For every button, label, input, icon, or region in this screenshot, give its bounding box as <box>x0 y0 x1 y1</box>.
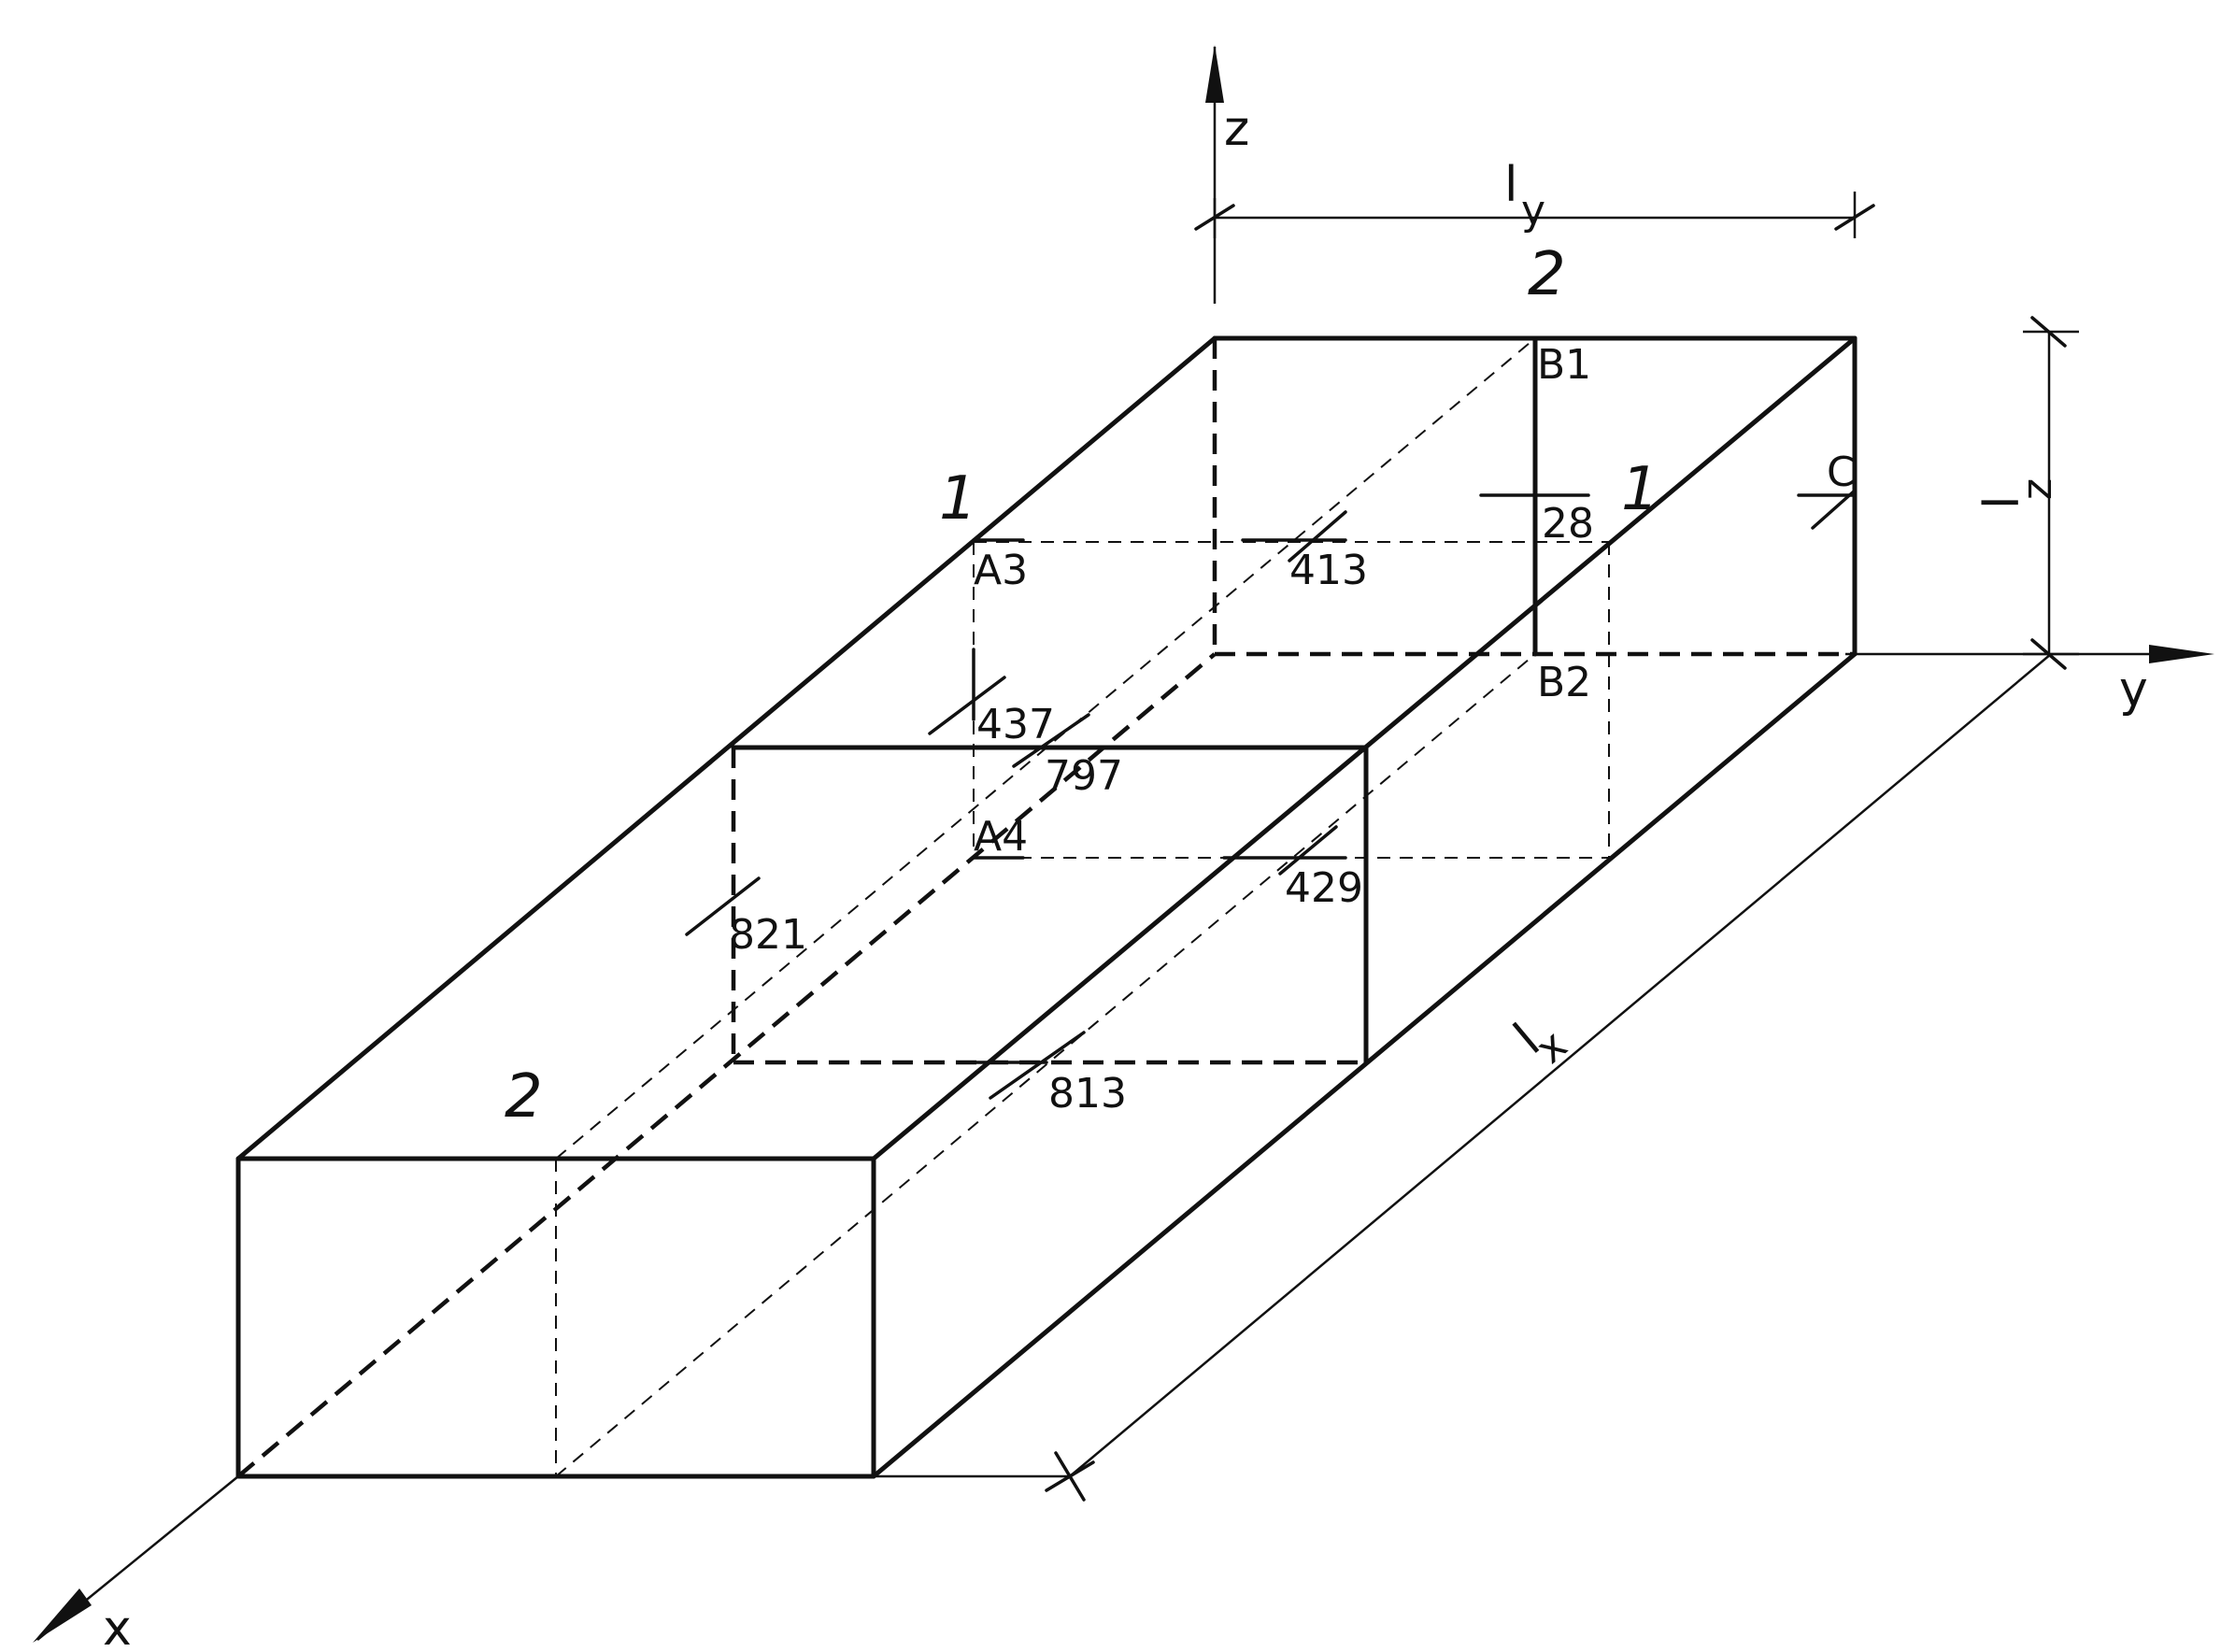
measurement-821: 821 <box>729 911 807 959</box>
ly-subscript: y <box>1521 187 1545 235</box>
measurement-429: 429 <box>1285 864 1363 912</box>
point-label-b2: B2 <box>1537 659 1591 706</box>
dimension-ly: l y <box>1194 157 1875 238</box>
point-labels: B1 B2 A3 A4 C <box>974 341 1856 861</box>
ly-label: l <box>1504 157 1517 213</box>
y-axis-arrow-icon <box>2149 645 2214 663</box>
z-axis-arrow-icon <box>1205 45 1224 103</box>
face-label-right-1: 1 <box>1621 455 1659 524</box>
face-labels: 2 1 1 2 <box>505 240 1659 1132</box>
box-hidden-edges <box>236 338 1855 1478</box>
measurement-813: 813 <box>1048 1070 1127 1118</box>
box-solid-edges <box>235 335 1858 1479</box>
point-label-b1: B1 <box>1537 341 1591 389</box>
measurement-437: 437 <box>976 701 1055 748</box>
measurement-28: 28 <box>1542 500 1594 548</box>
point-label-c: C <box>1827 449 1856 496</box>
x-axis-label: x <box>103 1601 132 1652</box>
point-label-a4: A4 <box>974 813 1028 861</box>
point-label-a3: A3 <box>974 547 1028 594</box>
axes: z y x <box>33 45 2214 1652</box>
face-label-back-2: 2 <box>1528 240 1566 309</box>
measurement-ticks <box>685 437 1857 1100</box>
dimension-lz: l z <box>1974 316 2079 670</box>
y-axis-label: y <box>2119 662 2148 718</box>
measurement-labels: 413 28 437 797 429 821 813 <box>729 500 1594 1118</box>
x-axis-arrow-icon <box>33 1588 92 1643</box>
measurement-413: 413 <box>1289 547 1368 594</box>
lz-label: l <box>1974 496 2030 509</box>
face-label-left-1: 1 <box>939 464 977 534</box>
construction-lines <box>555 337 1610 1477</box>
face-label-front-2: 2 <box>505 1062 543 1132</box>
measurement-797: 797 <box>1045 752 1123 800</box>
z-axis-label: z <box>1224 101 1249 157</box>
lz-subscript: z <box>2014 478 2061 500</box>
